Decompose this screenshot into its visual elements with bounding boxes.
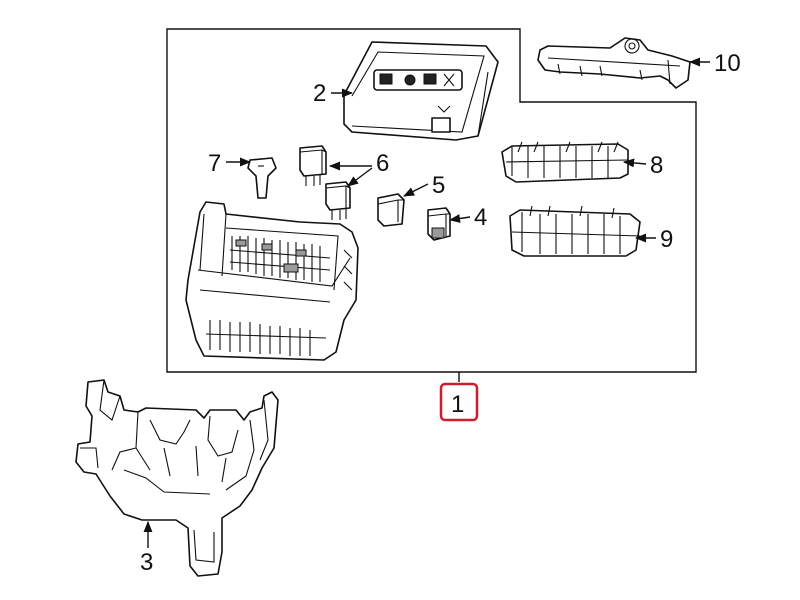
callout-1: 1 — [451, 391, 464, 418]
part-4-mini-relay[interactable] — [427, 207, 451, 241]
part-6-relay-upper[interactable] — [299, 145, 327, 186]
callout-6: 6 — [376, 150, 389, 177]
callout-6-arrow-b — [347, 167, 373, 187]
callout-5-arrow — [402, 183, 429, 197]
part-7-fuse-puller[interactable] — [247, 157, 277, 199]
callout-8-arrow — [622, 158, 647, 168]
part-6-relay-lower[interactable] — [325, 181, 351, 220]
part-8-connector[interactable] — [501, 141, 629, 183]
callout-3: 3 — [140, 549, 153, 576]
callout-2: 2 — [313, 80, 326, 107]
callout-1-highlight-box — [439, 382, 479, 422]
part-3-lower-bracket[interactable] — [75, 379, 279, 577]
callout-7: 7 — [208, 150, 221, 177]
callout-5: 5 — [432, 172, 445, 199]
fuse-rows — [229, 236, 331, 282]
main-fuse-block[interactable] — [185, 201, 359, 361]
part-9-connector[interactable] — [509, 205, 641, 257]
callout-9: 9 — [660, 226, 673, 253]
callout-4-arrow — [448, 214, 471, 223]
callout-10: 10 — [714, 50, 741, 77]
callout-8: 8 — [650, 152, 663, 179]
assembly-outline — [166, 28, 697, 373]
part-5-micro-relay[interactable] — [377, 193, 405, 227]
callout-4: 4 — [474, 204, 487, 231]
part-2-fuse-box-cover[interactable] — [343, 41, 499, 141]
part-10-bracket[interactable] — [537, 37, 691, 89]
